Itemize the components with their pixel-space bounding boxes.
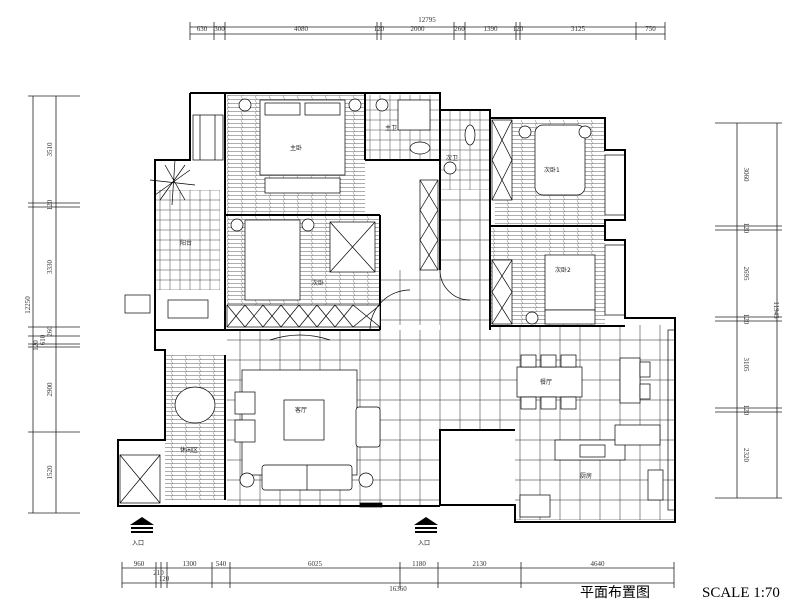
bottom-total-dimension: 16360 [389, 585, 407, 593]
entrance-main: 入口 [414, 517, 438, 547]
dimension-label: 120 [159, 575, 170, 583]
dimension-label: 540 [216, 560, 227, 568]
entry-arrow-icon [414, 517, 438, 533]
room-label-bedroom-1: 次卧1 [544, 166, 560, 174]
dimension-label: 120 [742, 314, 750, 325]
room-label-leisure: 休闲区 [180, 446, 198, 454]
dimension-label: 120 [374, 25, 385, 33]
dimension-label: 750 [645, 25, 656, 33]
left-total-dimension: 12250 [24, 296, 32, 314]
dimension-label: 1390 [484, 25, 499, 33]
drawing-title: 平面布置图 [580, 585, 650, 600]
room-label-bedroom: 次卧 [312, 279, 324, 287]
dimension-label: 2130 [473, 560, 488, 568]
dimension-label: 120 [513, 25, 524, 33]
dimension-label: 3060 [742, 168, 750, 183]
dimension-label: 2695 [742, 267, 750, 282]
dimension-label: 630 [197, 25, 208, 33]
dimension-label: 300 [214, 25, 225, 33]
dimension-label: 1180 [412, 560, 426, 568]
windows [192, 114, 676, 511]
room-label-second-bath: 次卫 [446, 154, 458, 162]
dimension-label: 3125 [571, 25, 586, 33]
dimension-label: 610 [39, 334, 47, 345]
dimension-label: 260 [454, 25, 465, 33]
room-label-living-room: 客厅 [295, 406, 307, 414]
dimension-label: 260 [46, 326, 54, 337]
dimension-label: 3330 [46, 260, 54, 275]
entry-arrow-icon [130, 517, 154, 533]
room-label-master-bath: 主卫 [385, 124, 397, 132]
dimension-label: 1300 [183, 560, 198, 568]
room-labels: 主卧 主卫 次卫 次卧1 次卧2 次卧 阳台 客厅 餐厅 厨房 休闲区 [180, 124, 592, 480]
dimension-label: 4640 [591, 560, 606, 568]
dimension-label: 120 [46, 199, 54, 210]
dimension-label: 210 [153, 569, 164, 577]
scale-label: SCALE 1:70 [702, 585, 780, 600]
dimension-label: 120 [742, 223, 750, 234]
dimension-label: 1520 [46, 465, 54, 480]
furniture [124, 98, 664, 518]
dimension-label: 2900 [46, 382, 54, 397]
top-dimensions: 12795 630 300 4080 120 2000 260 1390 120 3125 750 [189, 16, 666, 40]
room-label-dining-room: 餐厅 [540, 378, 552, 386]
dimension-label: 3510 [46, 142, 54, 157]
wardrobes [119, 119, 513, 504]
bedroom1-bed [534, 124, 586, 196]
dimension-label: 6025 [308, 560, 323, 568]
dimension-label: 120 [742, 405, 750, 416]
dimension-label: 4080 [294, 25, 309, 33]
right-total-dimension: 11945 [772, 301, 780, 319]
dining-table [516, 366, 583, 398]
second-bed [244, 219, 301, 301]
room-label-master-bedroom: 主卧 [290, 144, 302, 152]
bedroom2-bed [544, 254, 596, 311]
dimension-label: 120 [32, 340, 40, 351]
dimension-label: 960 [134, 560, 145, 568]
room-label-bedroom-2: 次卧2 [555, 266, 571, 274]
room-label-balcony: 阳台 [180, 239, 192, 247]
right-dimensions: 11945 3060 120 2695 120 3105 120 2320 [715, 122, 782, 499]
entrance-label: 入口 [132, 540, 144, 547]
dimension-label: 2320 [742, 448, 750, 463]
entrance-label: 入口 [418, 540, 430, 547]
coffee-table [283, 399, 325, 441]
entrance-left: 入口 [130, 517, 154, 547]
room-label-kitchen: 厨房 [580, 472, 592, 480]
dimension-label: 3105 [742, 358, 750, 373]
dimension-label: 2000 [411, 25, 426, 33]
top-total-dimension: 12795 [418, 16, 436, 24]
